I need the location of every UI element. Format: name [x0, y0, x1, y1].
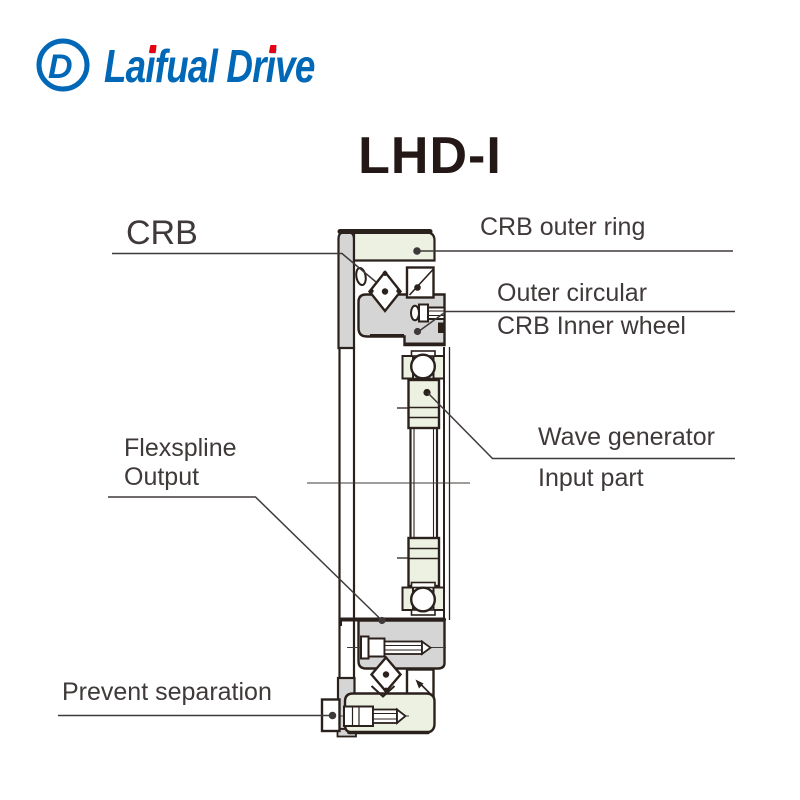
- brand-part: ve: [275, 40, 315, 92]
- leader-lines: [58, 247, 735, 720]
- brand-logo: D Laifual Drive: [34, 36, 367, 94]
- label-crb: CRB: [126, 214, 198, 252]
- wave-generator-hub-top: [397, 378, 441, 430]
- label-outer-circular: Outer circular: [497, 279, 648, 307]
- bolt-bottom-inner: [347, 635, 446, 660]
- brand-wordmark: Laifual Drive: [104, 40, 315, 92]
- label-crb-outer-ring: CRB outer ring: [480, 213, 646, 241]
- leader-inner-wheel: [413, 310, 735, 336]
- leader-flexspline: [108, 496, 386, 625]
- section-detail-top: [405, 266, 435, 299]
- label-crb-inner-wheel: CRB Inner wheel: [497, 312, 686, 340]
- label-input-part: Input part: [538, 464, 644, 492]
- svg-text:D: D: [48, 48, 73, 86]
- leader-crb-outer-ring: [413, 247, 733, 255]
- prevent-separation-bolt: [320, 698, 409, 733]
- label-flexspline: Flexspline: [124, 434, 237, 462]
- brand-part: fual Dr: [154, 40, 267, 92]
- brand-part: La: [104, 40, 146, 92]
- wave-generator-hub-bottom: [397, 536, 441, 588]
- ball-bearing-bottom: [401, 581, 445, 616]
- laifual-logo-icon: D: [36, 38, 90, 92]
- page-title: LHD-I: [358, 127, 502, 185]
- cross-roller-bottom: [369, 655, 403, 694]
- brand-part-i: i: [265, 40, 276, 92]
- cross-roller-top: [367, 270, 403, 313]
- crb-outer-ring-section: [352, 231, 436, 262]
- ball-bearing-top: [401, 350, 445, 385]
- leader-wave-generator: [427, 392, 735, 460]
- leader-crb: [112, 252, 377, 283]
- label-output: Output: [124, 463, 200, 491]
- flexspline-cup-wall: [338, 347, 356, 679]
- label-prevent-separation: Prevent separation: [62, 678, 272, 706]
- brand-part-i: i: [145, 40, 155, 92]
- cross-section: [307, 229, 470, 738]
- leader-prevent-separation: [58, 711, 337, 720]
- label-wave-generator: Wave generator: [538, 423, 715, 451]
- front-flange: [337, 230, 356, 350]
